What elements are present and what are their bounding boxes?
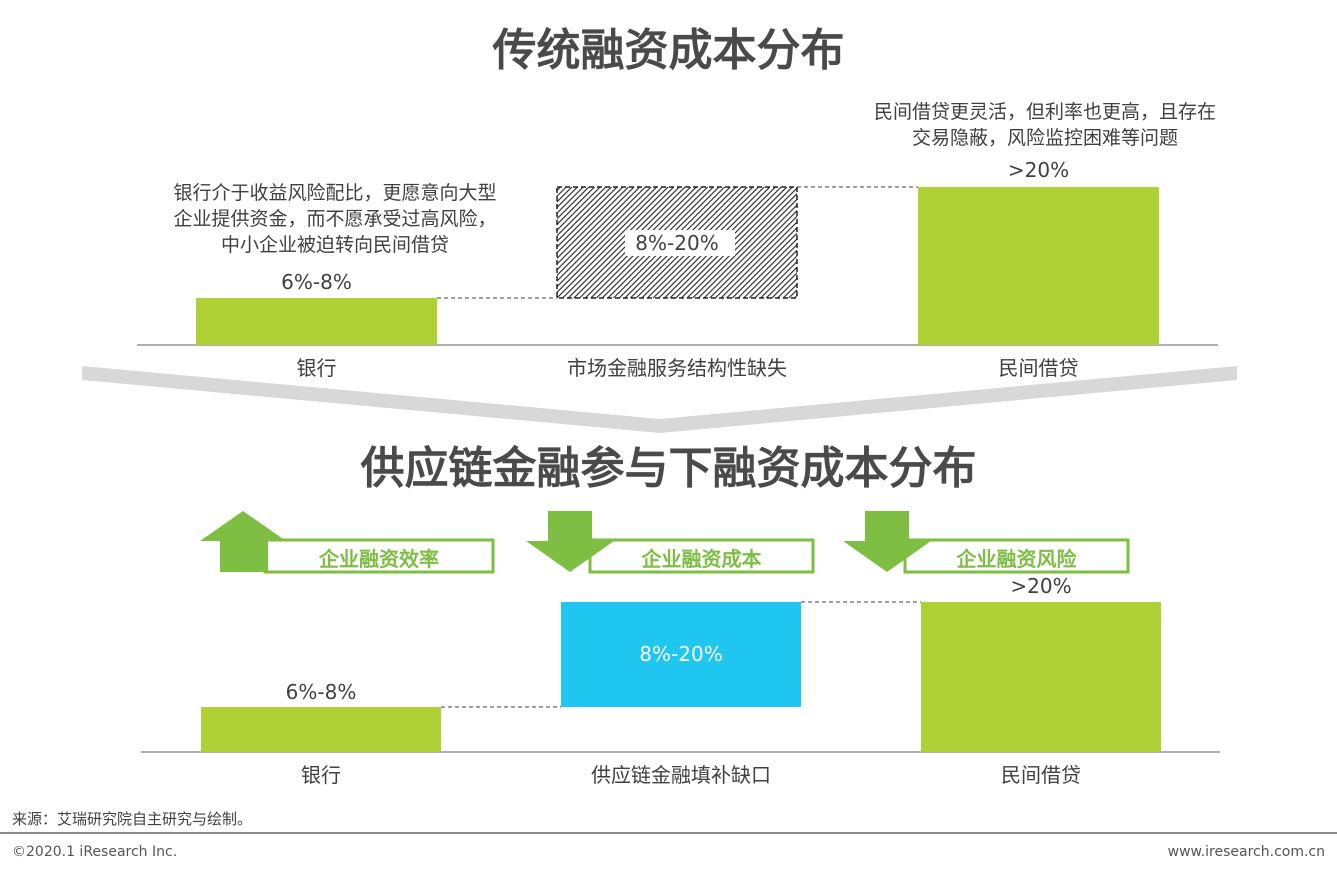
- copyright: ©2020.1 iResearch Inc.: [12, 844, 178, 860]
- arrow-down-icon: [843, 511, 931, 572]
- chart-2: [141, 601, 1220, 753]
- value-label-bank: 6%-8%: [281, 270, 352, 294]
- indicator-risk: [843, 511, 1130, 574]
- value-label-supply-chain: 8%-20%: [639, 642, 723, 666]
- category-label: 市场金融服务结构性缺失: [567, 356, 787, 380]
- category-label: 银行: [296, 356, 337, 380]
- indicator-label-cost: 企业融资成本: [641, 547, 762, 571]
- chart-2-title: 供应链金融参与下融资成本分布: [360, 443, 977, 494]
- value-label-private-lending: >20%: [1007, 158, 1070, 182]
- bar-bank: [196, 298, 437, 345]
- chart-1-title: 传统融资成本分布: [492, 25, 845, 76]
- arrow-up-icon: [200, 511, 286, 572]
- bar-private-lending: [918, 187, 1159, 345]
- source-note: 来源：艾瑞研究院自主研究与绘制。: [12, 810, 253, 828]
- bar-private-lending: [921, 602, 1161, 752]
- indicator-label-risk: 企业融资风险: [956, 547, 1077, 571]
- value-label-bank: 6%-8%: [285, 680, 357, 704]
- indicator-efficiency: [200, 511, 495, 574]
- annotation-private-lending: 民间借贷更灵活，但利率也更高，且存在交易隐蔽，风险监控困难等问题: [850, 99, 1240, 151]
- hatch-label-bg: [625, 230, 735, 256]
- value-label-gap: 8%-20%: [635, 231, 719, 255]
- indicator-label-efficiency: 企业融资效率: [319, 547, 439, 571]
- annotation-line: 民间借贷更灵活，但利率也更高，且存在: [873, 101, 1216, 123]
- category-label: 民间借贷: [998, 356, 1079, 380]
- value-label-private-lending: >20%: [1010, 574, 1072, 598]
- bar-supply-chain-finance: [561, 602, 801, 707]
- bar-bank: [201, 707, 441, 752]
- footer-divider: [0, 832, 1337, 834]
- chevron-separator: [82, 366, 1237, 433]
- category-label: 民间借贷: [1001, 763, 1081, 787]
- annotation-line: 企业提供资金，而不愿承受过高风险，: [173, 208, 497, 230]
- category-label: 银行: [301, 763, 341, 787]
- arrow-down-icon: [526, 511, 614, 572]
- category-label: 供应链金融填补缺口: [591, 763, 771, 787]
- indicator-cost: [526, 511, 815, 574]
- annotation-line: 中小企业被迫转向民间借贷: [220, 234, 449, 256]
- annotation-line: 交易隐蔽，风险监控困难等问题: [911, 127, 1178, 149]
- annotation-bank: 银行介于收益风险配比，更愿意向大型企业提供资金，而不愿承受过高风险， 中小企业被迫…: [150, 180, 520, 258]
- website-link[interactable]: www.iresearch.com.cn: [1167, 844, 1325, 860]
- chart-1: [137, 186, 1218, 346]
- annotation-line: 银行介于收益风险配比，更愿意向大型: [173, 182, 497, 204]
